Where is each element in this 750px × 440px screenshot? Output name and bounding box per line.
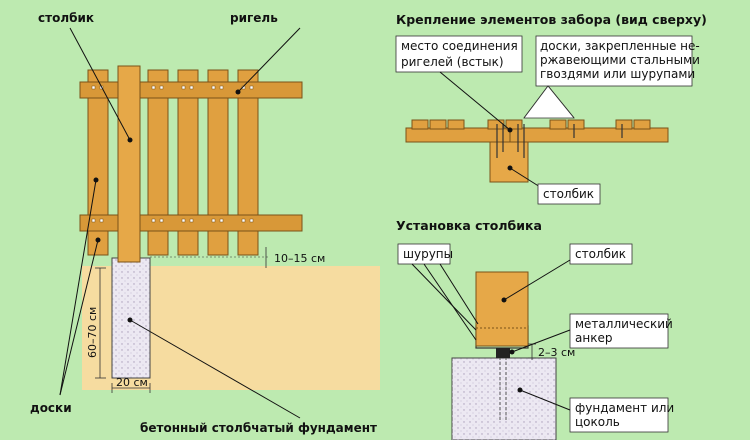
install-post-label: столбик [575,247,626,261]
top-view-rail [405,127,669,143]
label-doski: доски [30,401,72,415]
width-20-label: 20 см [116,376,148,389]
install-view-title: Установка столбика [396,218,542,233]
depth-60-70-label: 60–70 см [86,307,99,358]
top-view-title: Крепление элементов забора (вид сверху) [396,12,707,27]
boards-label-line3: гвоздями или шурупами [540,67,695,81]
gap-10-15-label: 10–15 см [274,252,325,265]
joint-label-line2: ригелей (встык) [401,55,504,69]
top-view-post-label: столбик [543,187,594,201]
anchor-label-line2: анкер [575,331,612,345]
joint-label-line1: место соединения [401,39,518,53]
foundation-label-line1: фундамент или [575,401,674,415]
boards-label-line2: ржавеющими стальными [540,53,700,67]
gap-2-3-label: 2–3 см [538,346,575,359]
fence-post [117,65,141,263]
label-rigel: ригель [230,11,278,25]
screws-label: шурупы [403,247,453,261]
label-foundation: бетонный столбчатый фундамент [140,421,377,435]
label-stolbik-left: столбик [38,11,94,25]
foundation-label-line2: цоколь [575,415,620,429]
anchor-label-line1: металлический [575,317,673,331]
boards-label-line1: доски, закрепленные не- [540,39,700,53]
install-post [475,271,529,347]
fence-boards [87,69,259,256]
